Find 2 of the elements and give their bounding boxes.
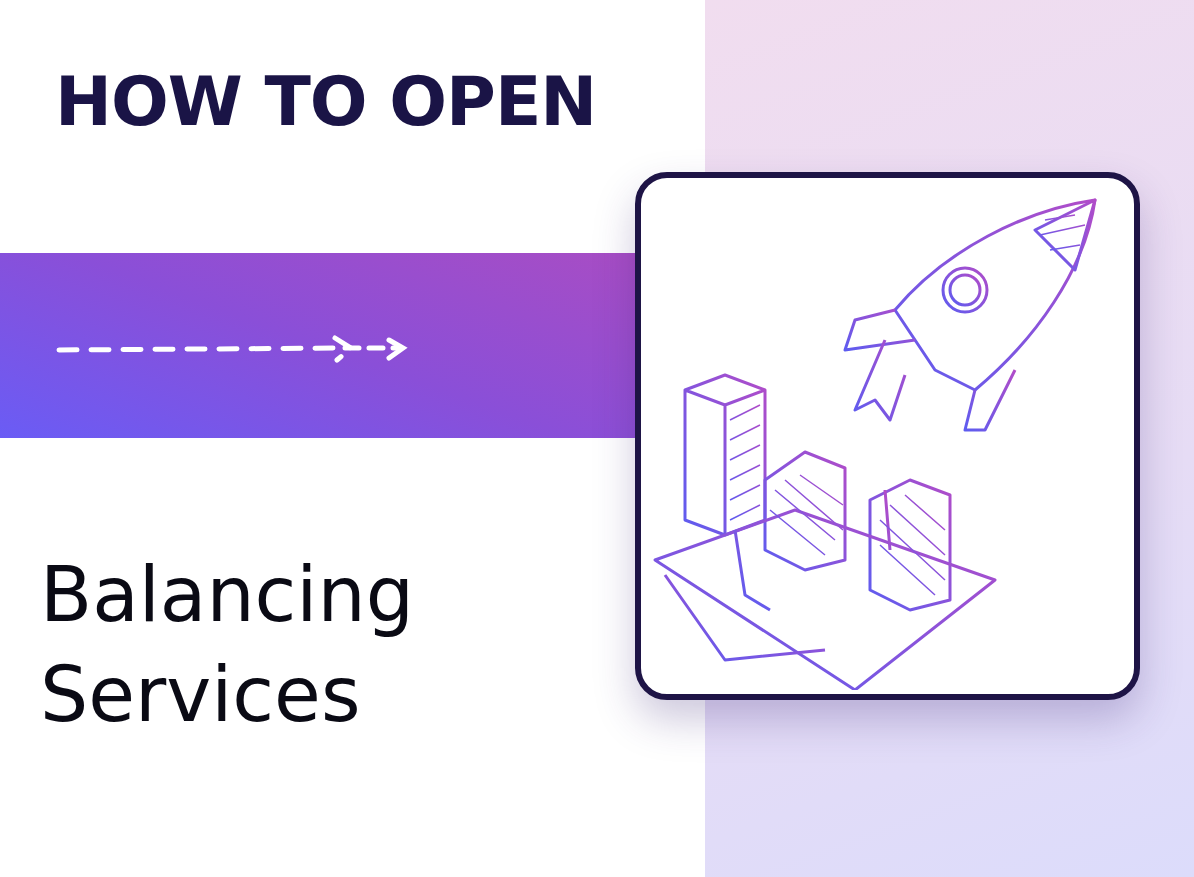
title: HOW TO OPEN (55, 62, 597, 141)
subtitle: Balancing Services (40, 549, 415, 741)
